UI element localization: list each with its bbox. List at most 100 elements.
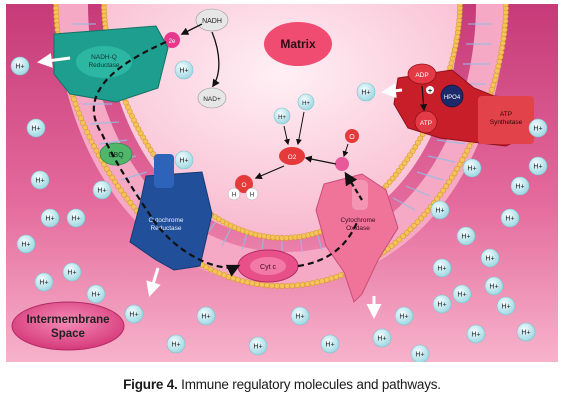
hplus-label: H+	[489, 284, 498, 291]
lipid-head	[101, 161, 107, 168]
hpo4-label: HPO4	[444, 95, 461, 101]
hplus-matrix-2	[297, 93, 315, 111]
lipid-head	[456, 161, 463, 168]
hplus-ion	[86, 284, 106, 304]
hplus-label: H+	[501, 304, 510, 311]
phosphate-molecule	[440, 84, 464, 108]
lipid-head	[118, 187, 124, 194]
lipid-head	[407, 226, 414, 233]
hplus-label: H+	[415, 352, 424, 359]
lipid-head	[78, 115, 84, 121]
lipid-head	[395, 167, 402, 174]
to-water-arrow	[254, 165, 285, 180]
hplus-label: H+	[21, 242, 30, 249]
lipid-head	[109, 174, 116, 181]
lipid-head	[389, 175, 396, 182]
intermembrane-label-1: Intermembrane	[26, 314, 109, 326]
complex3-label-2: Reductase	[150, 225, 181, 232]
atp-molecule	[414, 110, 438, 134]
hplus-ion	[466, 324, 486, 344]
lipid-head	[259, 281, 265, 288]
hplus-arrow-2	[295, 111, 305, 146]
water-h-2	[245, 187, 259, 201]
lipid-head	[490, 82, 497, 88]
lipid-head	[461, 152, 468, 159]
lipid-head	[106, 170, 113, 177]
lipid-head	[443, 183, 449, 190]
hplus-ion	[320, 334, 340, 354]
hplus-label: H+	[253, 344, 262, 351]
lipid-head	[493, 72, 499, 79]
proton-pump-arrow-3	[146, 267, 161, 297]
hplus-label: H+	[515, 184, 524, 191]
lipid-head	[150, 151, 157, 157]
lipid-head	[412, 143, 419, 150]
lipid-head	[459, 156, 466, 163]
nad-molecule	[197, 87, 227, 109]
lipid-head	[451, 170, 458, 177]
lipid-head	[424, 207, 431, 214]
lipid-head	[421, 211, 428, 218]
hplus-label: H+	[361, 90, 370, 97]
hplus-ion	[484, 276, 504, 296]
lipid-head	[323, 276, 330, 283]
adp-to-atp-arrow	[419, 85, 428, 112]
lipid-head	[457, 4, 463, 7]
hplus-ion	[410, 344, 430, 362]
cytochrome-reductase	[129, 171, 213, 271]
hplus-label: H+	[485, 256, 494, 263]
hplus-ion	[174, 150, 194, 170]
lipid-head	[84, 129, 91, 136]
lipid-head	[319, 278, 325, 284]
cytochrome-c-inner	[250, 257, 286, 275]
hplus-label: H+	[505, 216, 514, 223]
lipid-head	[437, 191, 444, 198]
hplus-label: H+	[533, 164, 542, 171]
lipid-head	[127, 199, 134, 206]
hplus-label: H+	[35, 178, 44, 185]
complex4-label-1: Cytochrome	[340, 217, 375, 224]
lipid-head	[309, 280, 316, 287]
lipid-head	[414, 219, 421, 225]
lipid-head	[417, 135, 424, 142]
electron-label: 2e	[169, 39, 176, 45]
cytc-label: Cyt c	[260, 264, 276, 271]
lipid-head	[279, 283, 285, 289]
adp-molecule	[407, 63, 437, 85]
water-h-2-label: H	[250, 193, 254, 199]
lipid-head	[86, 133, 93, 140]
hplus-ion	[356, 82, 376, 102]
hplus-ion	[62, 262, 82, 282]
lipid-head	[142, 138, 149, 145]
nadh-electron-arrow	[180, 23, 203, 35]
lipid-head	[448, 174, 455, 181]
oxygen-label: O	[349, 134, 355, 141]
lipid-head	[411, 222, 417, 229]
lipid-head	[91, 143, 97, 150]
hplus-ion	[34, 272, 54, 292]
lipid-head	[268, 282, 275, 289]
plus-sign-bg	[426, 86, 434, 94]
matrix-label: Matrix	[280, 37, 316, 51]
water-oxygen	[235, 175, 253, 193]
lipid-head	[284, 282, 291, 289]
hplus-label: H+	[457, 292, 466, 299]
lipid-head	[254, 281, 260, 287]
lipid-head	[464, 147, 471, 154]
hplus-ion	[10, 56, 30, 76]
hplus-label: H+	[521, 330, 530, 337]
lipid-head	[230, 275, 237, 282]
hplus-label: H+	[179, 68, 188, 75]
lipid-head	[244, 279, 251, 286]
caption-text: Immune regulatory molecules and pathways…	[177, 377, 441, 392]
electron-flow-path-2	[297, 219, 360, 268]
nadh-label: NADH	[202, 18, 222, 25]
lipid-head	[440, 187, 447, 194]
complex3-label-1: Cytochrome	[148, 217, 183, 224]
atp-label: ATP	[420, 120, 432, 127]
hplus-ion	[500, 208, 520, 228]
hplus-ion	[290, 306, 310, 326]
hplus-ion	[196, 306, 216, 326]
hplus-ion	[66, 208, 86, 228]
hplus-label: H+	[437, 302, 446, 309]
